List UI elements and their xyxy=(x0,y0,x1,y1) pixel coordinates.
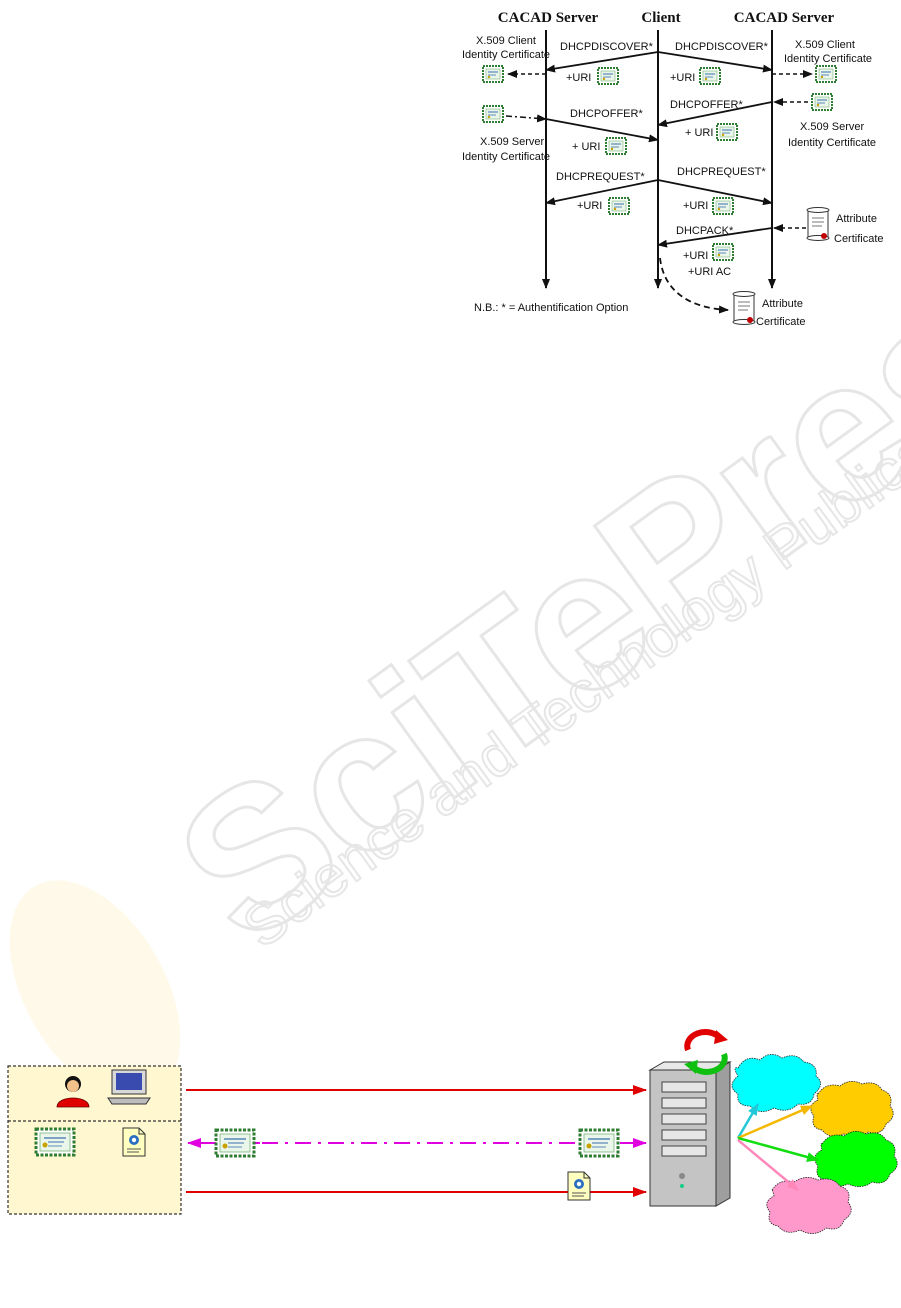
label-ack-right: DHCPACK* xyxy=(676,225,734,237)
sequence-diagram: CACAD Server Client CACAD Server DHCPDIS… xyxy=(462,10,884,328)
certificate-icon xyxy=(597,67,619,85)
label-server-cert-right-line1: X.509 Server xyxy=(800,121,865,133)
label-attribute-cert-right-line1: Attribute xyxy=(836,213,877,225)
label-discover-right: DHCPDISCOVER* xyxy=(675,41,769,53)
arrow-server-to-green xyxy=(737,1136,819,1162)
certificate-icon xyxy=(811,93,833,111)
certificate-icon xyxy=(608,197,630,215)
label-uri-offer-right: + URI xyxy=(685,127,713,139)
label-uri-request-right: +URI xyxy=(683,200,708,212)
label-client-cert-left-line2: Identity Certificate xyxy=(462,49,550,61)
certificate-icon xyxy=(716,123,738,141)
cloud-orange xyxy=(810,1081,894,1137)
cloud-green xyxy=(814,1131,898,1187)
footnote: N.B.: * = Authentification Option xyxy=(474,302,628,314)
label-offer-right: DHCPOFFER* xyxy=(670,99,743,111)
certificate-icon xyxy=(214,1128,256,1158)
refresh-icon xyxy=(684,1029,728,1075)
certificate-icon xyxy=(34,1127,76,1157)
dashed-arrow-attribute-cert-bottom xyxy=(659,257,729,314)
arrow-server-to-cyan xyxy=(736,1103,760,1139)
watermark-logo-swoosh xyxy=(9,880,181,1100)
certificate-icon xyxy=(712,197,734,215)
server-tower-icon xyxy=(648,1061,732,1207)
certificate-icon xyxy=(482,65,504,83)
message-request-right xyxy=(657,179,773,206)
label-server-cert-left-line2: Identity Certificate xyxy=(462,151,550,163)
certificate-icon xyxy=(578,1128,620,1158)
document-icon xyxy=(122,1127,146,1157)
document-icon xyxy=(567,1171,591,1201)
certificate-icon xyxy=(605,137,627,155)
cloud-cyan xyxy=(731,1054,821,1112)
message-discover-left xyxy=(545,51,659,73)
label-offer-left: DHCPOFFER* xyxy=(570,108,643,120)
message-discover-right xyxy=(657,51,773,73)
label-client-cert-right-line1: X.509 Client xyxy=(795,39,855,51)
lifeline-header-right: CACAD Server xyxy=(734,10,835,26)
label-client-cert-right-line2: Identity Certificate xyxy=(784,53,872,65)
access-diagram xyxy=(7,1029,898,1234)
computer-icon xyxy=(107,1069,151,1105)
label-attribute-cert-bottom-line2: Certificate xyxy=(756,316,806,328)
attribute-certificate-icon xyxy=(732,291,756,325)
label-discover-left: DHCPDISCOVER* xyxy=(560,41,654,53)
user-icon xyxy=(56,1076,90,1108)
label-uri-request-left: +URI xyxy=(577,200,602,212)
label-uri-discover-right: +URI xyxy=(670,72,695,84)
client-panel xyxy=(7,1065,182,1215)
attribute-certificate-icon xyxy=(806,207,830,241)
label-uri-ack: +URI xyxy=(683,250,708,262)
certificate-icon xyxy=(699,67,721,85)
message-ack-right xyxy=(657,227,773,248)
label-uri-offer-left: + URI xyxy=(572,141,600,153)
message-request-left xyxy=(545,179,659,206)
message-offer-right xyxy=(657,101,773,128)
label-client-cert-left-line1: X.509 Client xyxy=(476,35,536,47)
dashed-arrow-server-cert-left xyxy=(505,114,547,123)
message-offer-left xyxy=(545,118,659,143)
label-request-left: DHCPREQUEST* xyxy=(556,171,645,183)
certificate-icon xyxy=(815,65,837,83)
label-server-cert-right-line2: Identity Certificate xyxy=(788,137,876,149)
label-uri-ac: +URI AC xyxy=(688,266,731,278)
lifeline-header-center: Client xyxy=(641,10,680,26)
lifeline-header-left: CACAD Server xyxy=(498,10,599,26)
cloud-pink xyxy=(766,1177,852,1234)
label-attribute-cert-bottom-line1: Attribute xyxy=(762,298,803,310)
certificate-icon xyxy=(712,243,734,261)
label-attribute-cert-right-line2: Certificate xyxy=(834,233,884,245)
arrow-server-to-pink xyxy=(737,1139,799,1191)
arrow-server-to-orange xyxy=(737,1104,813,1140)
label-server-cert-left-line1: X.509 Server xyxy=(480,136,545,148)
label-uri-discover-left: +URI xyxy=(566,72,591,84)
certificate-icon xyxy=(482,105,504,123)
label-request-right: DHCPREQUEST* xyxy=(677,166,766,178)
